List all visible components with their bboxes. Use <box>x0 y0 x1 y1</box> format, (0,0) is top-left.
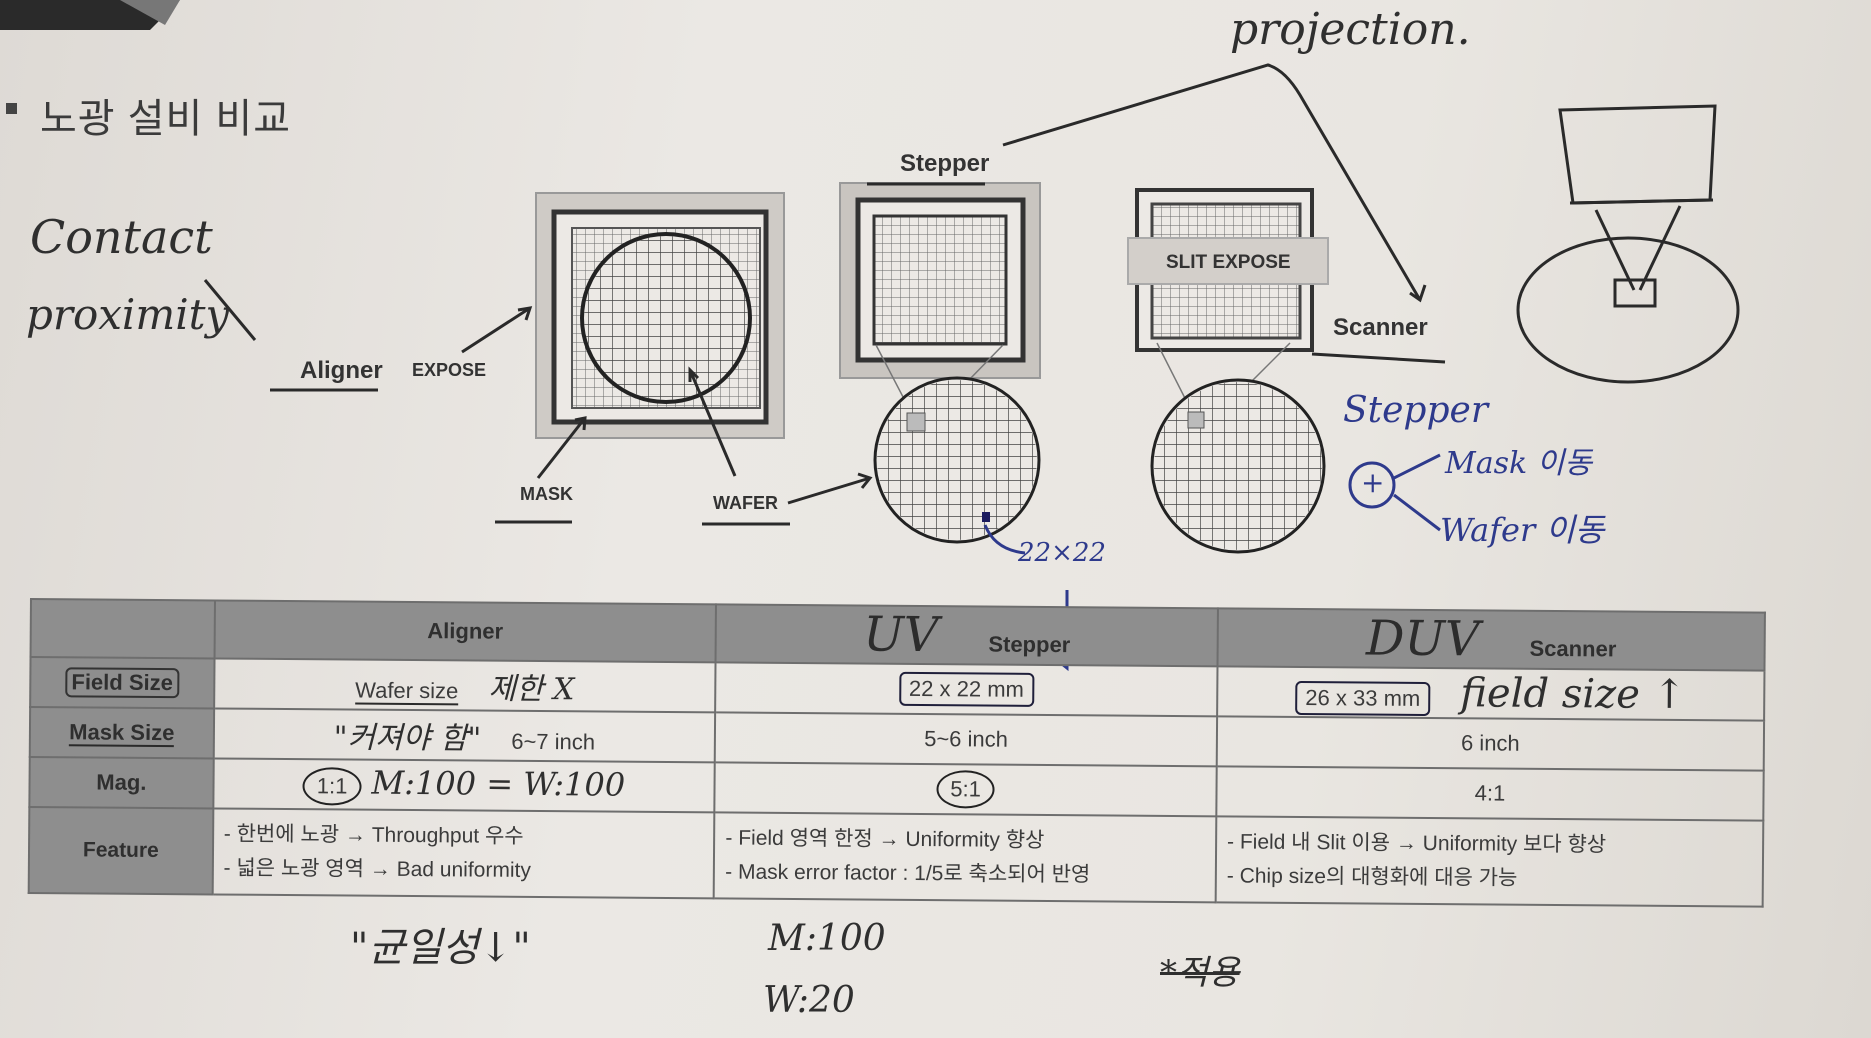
handwritten-m100: M:100 <box>768 918 886 959</box>
cell-scanner-mag: 4:1 <box>1216 766 1764 821</box>
header-scanner: Scanner <box>1529 635 1617 662</box>
cell-stepper-mask-size: 5~6 inch <box>715 712 1218 767</box>
scanner-diagram <box>1127 188 1329 554</box>
row-head-mask-size: Mask Size <box>29 707 214 759</box>
aligner-diagram <box>535 192 785 439</box>
cell-stepper-field-size: 22 x 22 mm <box>715 662 1218 717</box>
handwritten-uv: UV <box>863 606 939 664</box>
scanner-title: Scanner <box>1333 314 1428 341</box>
annotation-strokes <box>203 63 1446 526</box>
handwritten-should-grow: "커져야 함" <box>333 720 482 757</box>
handwritten-w20: W:20 <box>763 980 855 1021</box>
handwritten-crossed: *적용 <box>1160 953 1240 993</box>
handwritten-ratio: M:100 = W:100 <box>371 763 626 804</box>
cell-scanner-feature: - Field 내 Slit 이용 → Uniformity 보다 향상 - C… <box>1215 816 1764 907</box>
table-row-feature: Feature - 한번에 노광 → Throughput 우수 - 넓은 노광… <box>28 807 1764 907</box>
cell-aligner-feature: - 한번에 노광 → Throughput 우수 - 넓은 노광 영역 → Ba… <box>212 808 715 899</box>
handwritten-duv: DUV <box>1365 610 1480 668</box>
stepper-diagram <box>839 182 1041 544</box>
handwritten-mask-move: Mask 이동 <box>1445 446 1592 481</box>
header-scanner-cell: DUV Scanner <box>1217 608 1765 671</box>
cell-stepper-mag: 5:1 <box>714 762 1217 817</box>
handwritten-22x22: 22×22 <box>1018 538 1106 568</box>
handwritten-wafer-move: Wafer 이동 <box>1440 511 1605 549</box>
wafer-label: WAFER <box>713 493 778 513</box>
handwritten-stepper-note: Stepper <box>1343 390 1489 431</box>
handwritten-plus: + <box>1361 466 1385 499</box>
stepper-title: Stepper <box>900 150 990 177</box>
header-stepper: Stepper <box>988 631 1071 658</box>
handwritten-field-size-up: field size ↑ <box>1460 670 1687 719</box>
header-aligner: Aligner <box>214 600 717 663</box>
slit-expose-label: SLIT EXPOSE <box>1166 252 1291 273</box>
row-head-mag: Mag. <box>29 757 214 809</box>
mask-label: MASK <box>520 484 573 504</box>
handwritten-proximity: proximity <box>26 290 230 339</box>
aligner-title: Aligner <box>300 357 383 384</box>
cell-aligner-mask-size: "커져야 함"6~7 inch <box>213 708 716 763</box>
handwritten-projection: projection. <box>1230 4 1471 55</box>
row-head-feature: Feature <box>28 807 214 895</box>
row-head-field-size: Field Size <box>30 657 215 709</box>
corner-decoration <box>0 0 180 30</box>
handwritten-contact: Contact <box>30 210 213 264</box>
handwritten-limit: 제한 X <box>488 671 575 708</box>
cell-stepper-feature: - Field 영역 한정 → Uniformity 향상 - Mask err… <box>713 812 1217 903</box>
expose-label: EXPOSE <box>412 360 487 380</box>
table-header-corner <box>30 599 215 659</box>
header-stepper-cell: UV Stepper <box>715 604 1218 667</box>
page-title: 노광 설비 비교 <box>40 97 292 141</box>
cell-scanner-mask-size: 6 inch <box>1216 716 1765 771</box>
projection-sketch <box>1516 104 1740 384</box>
title-bullet <box>6 103 17 114</box>
blue-strokes <box>983 453 1441 672</box>
handwritten-uniformity-down: "균일성↓" <box>350 925 531 971</box>
